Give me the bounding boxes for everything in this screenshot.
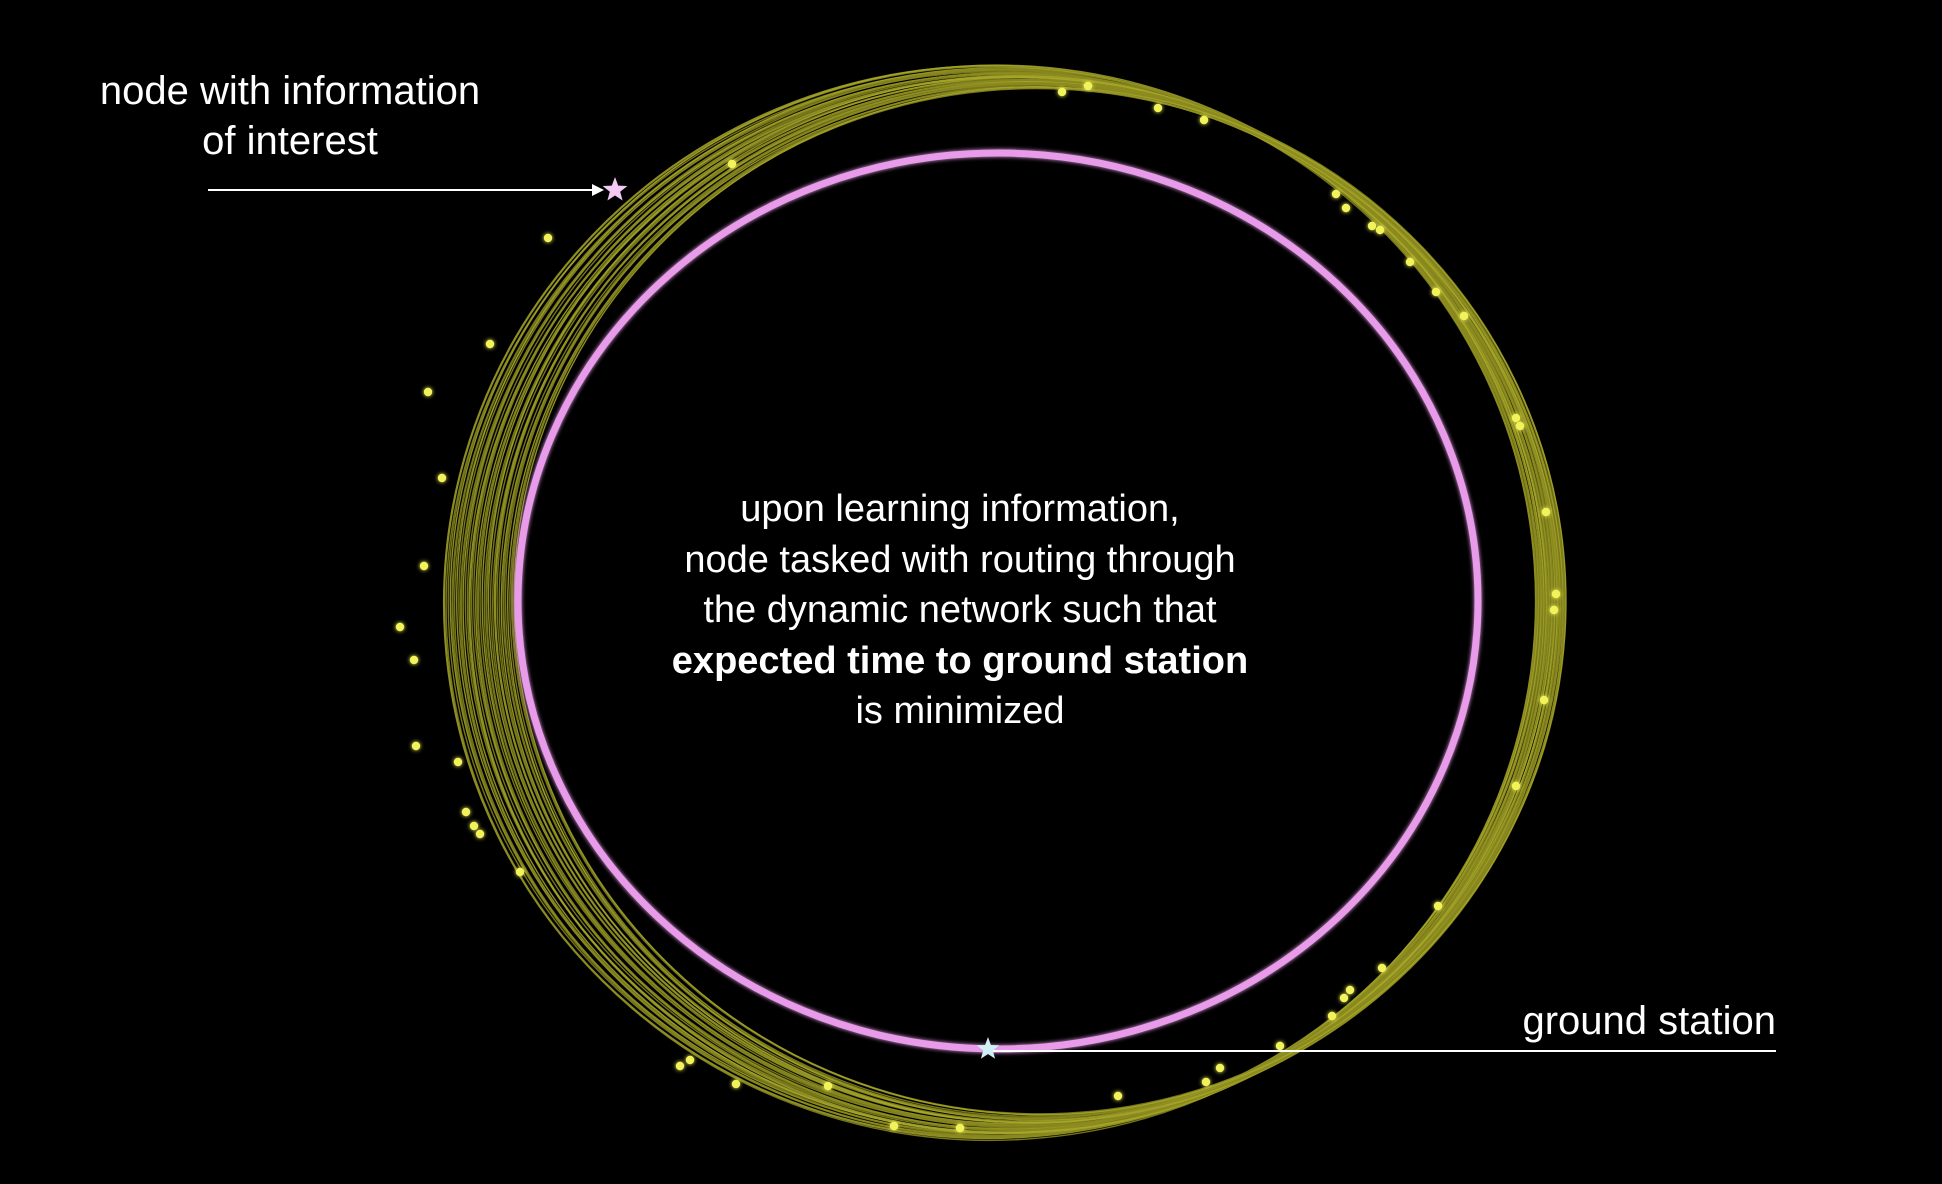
satellite-dot [1511, 781, 1521, 791]
satellite-dot [1153, 103, 1163, 113]
caption: upon learning information, node tasked w… [560, 484, 1360, 737]
satellite-dot [411, 741, 421, 751]
caption-line-1: upon learning information, [740, 488, 1180, 530]
satellite-dot [1199, 115, 1209, 125]
satellite-dot [1375, 225, 1385, 235]
caption-line-4-bold: expected time to ground station [671, 639, 1249, 682]
satellite-dot [1405, 257, 1415, 267]
satellite-dot [395, 622, 405, 632]
node-of-interest-label: node with information of interest [60, 66, 520, 166]
orbit-track [513, 85, 1567, 1116]
satellite-dot [685, 1055, 695, 1065]
satellite-dot [1331, 189, 1341, 199]
satellite-dot [1541, 507, 1551, 517]
satellite-dot [543, 233, 553, 243]
satellite-dot [419, 561, 429, 571]
satellite-dot [1515, 421, 1525, 431]
satellite-dot [1057, 87, 1067, 97]
node-label-line-1: node with information [99, 69, 481, 113]
satellite-dot [469, 821, 479, 831]
caption-line-5: is minimized [855, 690, 1065, 732]
satellite-dot [485, 339, 495, 349]
star-icon [976, 1037, 1000, 1059]
satellite-dot [409, 655, 419, 665]
satellite-dot [1551, 589, 1561, 599]
ground-station-label: ground station [1522, 999, 1776, 1043]
star-icon [602, 177, 628, 201]
satellite-dot [1215, 1063, 1225, 1073]
satellite-dot [1433, 901, 1443, 911]
orbit-track [453, 70, 1542, 1138]
satellite-dot [1549, 605, 1559, 615]
satellite-dot [461, 807, 471, 817]
satellite-dot [1377, 963, 1387, 973]
satellite-group [395, 81, 1561, 1133]
satellite-dot [1341, 203, 1351, 213]
satellite-dot [1431, 287, 1441, 297]
satellite-dot [1113, 1091, 1123, 1101]
satellite-dot [1201, 1077, 1211, 1087]
node-label-line-2: of interest [202, 119, 378, 163]
satellite-dot [1511, 413, 1521, 423]
satellite-dot [437, 473, 447, 483]
satellite-dot [1275, 1041, 1285, 1051]
satellite-dot [889, 1121, 899, 1131]
satellite-dot [453, 757, 463, 767]
satellite-dot [1459, 311, 1469, 321]
caption-line-3: the dynamic network such that [703, 589, 1217, 631]
satellite-dot [1367, 221, 1377, 231]
satellite-dot [727, 159, 737, 169]
satellite-dot [823, 1081, 833, 1091]
satellite-dot [1339, 993, 1349, 1003]
node-pointer-arrowhead [592, 184, 604, 196]
satellite-dot [423, 387, 433, 397]
satellite-dot [1539, 695, 1549, 705]
satellite-dot [1327, 1011, 1337, 1021]
orbit-track [476, 78, 1552, 1132]
satellite-dot [515, 867, 525, 877]
satellite-dot [1083, 81, 1093, 91]
satellite-dot [731, 1079, 741, 1089]
earth-ring [514, 149, 1482, 1053]
satellite-dot [955, 1123, 965, 1133]
caption-line-2: node tasked with routing through [684, 538, 1236, 581]
orbit-track [504, 82, 1563, 1117]
satellite-dot [1345, 985, 1355, 995]
satellite-dot [675, 1061, 685, 1071]
satellite-dot [475, 829, 485, 839]
